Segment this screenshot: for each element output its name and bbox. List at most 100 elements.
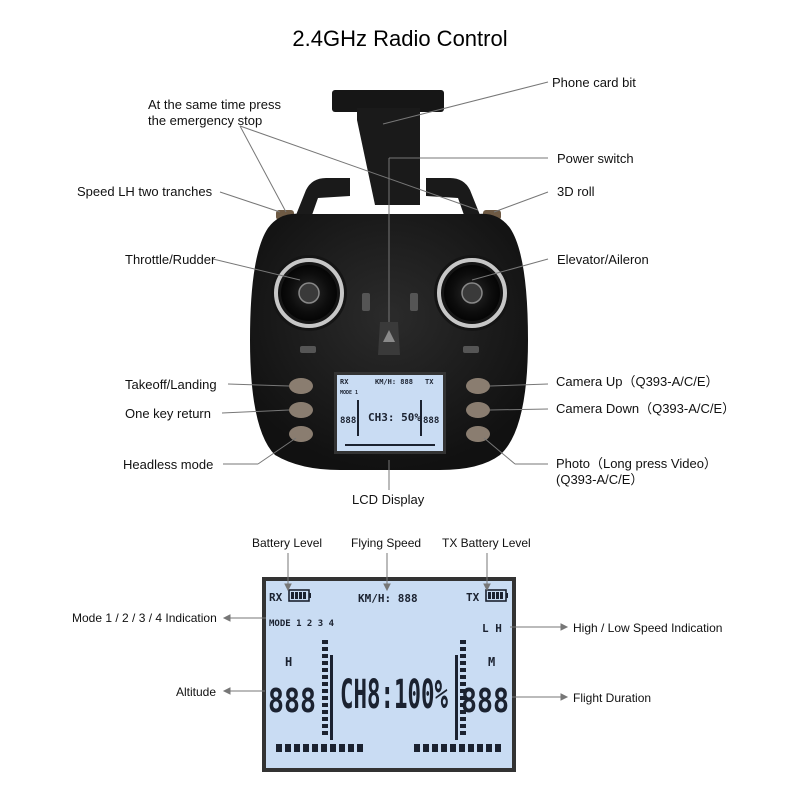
lcd-right-vertical-segment — [460, 696, 466, 700]
lcd-display-label: LCD Display — [352, 492, 425, 507]
lcd-right-bottom-segment — [486, 744, 492, 752]
lcd-left-vertical-segment — [322, 703, 328, 707]
left-stick — [271, 255, 347, 331]
lcd-left-bottom-segment — [357, 744, 363, 752]
camera-up-label: Camera Up（Q393-A/C/E） — [556, 374, 719, 389]
lcd-left-bottom-segment — [348, 744, 354, 752]
battery-level-label: Battery Level — [252, 536, 323, 550]
big-lcd-kmh: KM/H: 888 — [358, 592, 418, 605]
lcd-left-bottom-segment — [312, 744, 318, 752]
big-lcd-lh: L H — [482, 622, 502, 635]
3d-roll-label: 3D roll — [557, 184, 595, 199]
power-switch-label: Power switch — [557, 151, 634, 166]
lcd-right-bottom-segment — [414, 744, 420, 752]
headless-mode-button — [289, 426, 313, 442]
lcd-left-vertical-segment — [322, 717, 328, 721]
lcd-left-bottom-segment — [294, 744, 300, 752]
lcd-left-vertical-segment — [322, 654, 328, 658]
small-lcd-kmh: KM/H: 888 — [375, 378, 413, 386]
lcd-left-vertical-segment — [322, 675, 328, 679]
mode-indication-label: Mode 1 / 2 / 3 / 4 Indication — [72, 611, 217, 625]
emergency-stop-label-1: At the same time press — [148, 97, 281, 112]
lcd-right-vertical-segment — [460, 647, 466, 651]
power-switch-arrow — [383, 330, 395, 342]
elevator-aileron-label: Elevator/Aileron — [557, 252, 649, 267]
lcd-left-vertical-segment — [322, 668, 328, 672]
camera-down-button — [466, 402, 490, 418]
lcd-right-bottom-segment — [477, 744, 483, 752]
lcd-right-bottom-segment — [432, 744, 438, 752]
lcd-right-bottom-segment — [468, 744, 474, 752]
takeoff-landing-button — [289, 378, 313, 394]
small-lcd-tx: TX — [425, 378, 434, 386]
lcd-right-vertical-segment — [460, 654, 466, 658]
lcd-left-vertical-segment — [322, 647, 328, 651]
phone-holder-arm — [357, 108, 420, 205]
lcd-left-vertical-segment — [322, 682, 328, 686]
lcd-left-vertical-segment — [322, 640, 328, 644]
lcd-right-vertical-segment — [460, 661, 466, 665]
big-lcd-screen — [266, 581, 512, 768]
emergency-stop-label-2: the emergency stop — [148, 113, 263, 128]
lcd-left-vertical-segment — [322, 689, 328, 693]
flying-speed-label: Flying Speed — [351, 536, 422, 550]
controller-leader-lines — [212, 81, 549, 490]
lcd-right-vertical-segment — [460, 689, 466, 693]
camera-up-button — [466, 378, 490, 394]
lcd-left-vertical-segment — [322, 710, 328, 714]
right-stick — [434, 255, 510, 331]
headless-mode-label: Headless mode — [123, 457, 214, 472]
lcd-left-bottom-segment — [285, 744, 291, 752]
lcd-bar-graphs — [276, 640, 501, 752]
small-lcd-screen — [337, 375, 443, 451]
right-trim — [410, 293, 418, 311]
one-key-return-button — [289, 402, 313, 418]
right-bottom-trim — [463, 346, 479, 353]
lcd-right-vertical-segment — [460, 710, 466, 714]
altitude-label: Altitude — [176, 685, 217, 699]
lcd-left-vertical-segment — [322, 661, 328, 665]
left-handle-frame — [296, 178, 350, 215]
lcd-right-bottom-segment — [450, 744, 456, 752]
lcd-left-bottom-segment — [276, 744, 282, 752]
lcd-right-bottom-segment — [441, 744, 447, 752]
lcd-right-bottom-segment — [459, 744, 465, 752]
phone-card-bit-label: Phone card bit — [552, 75, 636, 90]
lcd-left-bottom-segment — [330, 744, 336, 752]
controller: RX KM/H: 888 TX MODE 1 888 CH3: 50% 888 — [250, 90, 528, 470]
flight-duration-label: Flight Duration — [573, 691, 652, 705]
left-trim — [362, 293, 370, 311]
lcd-right-vertical-segment — [460, 724, 466, 728]
photo-label-1: Photo（Long press Video） — [556, 456, 717, 471]
lcd-left-vertical-segment — [322, 724, 328, 728]
lcd-leader-lines — [222, 553, 569, 701]
big-lcd-tx: TX — [466, 591, 480, 604]
lcd-right-vertical-segment — [460, 682, 466, 686]
camera-down-label: Camera Down（Q393-A/C/E） — [556, 401, 736, 416]
diagram-title: 2.4GHz Radio Control — [292, 26, 508, 51]
lcd-left-bottom-segment — [303, 744, 309, 752]
big-lcd-mode: MODE 1 2 3 4 — [269, 619, 335, 629]
big-lcd-ch: CH8:100% — [340, 672, 448, 718]
speed-indication-label: High / Low Speed Indication — [573, 621, 723, 635]
lcd-right-vertical-segment — [460, 668, 466, 672]
big-lcd-left-digits: 888 — [268, 681, 316, 720]
lcd-right-vertical-segment — [460, 703, 466, 707]
lcd-right-bottom-segment — [423, 744, 429, 752]
big-lcd-rx: RX — [269, 591, 283, 604]
lcd-left-bottom-segment — [321, 744, 327, 752]
lcd-right-vertical-segment — [460, 731, 466, 735]
small-lcd-right-digits: 888 — [423, 416, 439, 426]
big-lcd-h: H — [285, 655, 292, 669]
right-handle-frame — [426, 178, 480, 215]
lcd-right-bottom-segment — [495, 744, 501, 752]
small-lcd-mode: MODE 1 — [340, 390, 358, 396]
speed-lh-label: Speed LH two tranches — [77, 184, 213, 199]
left-bottom-trim — [300, 346, 316, 353]
small-lcd-left-digits: 888 — [340, 416, 356, 426]
big-lcd — [262, 577, 516, 772]
small-lcd-rx: RX — [340, 378, 349, 386]
tx-battery-level-label: TX Battery Level — [442, 536, 531, 550]
one-key-return-label: One key return — [125, 406, 211, 421]
